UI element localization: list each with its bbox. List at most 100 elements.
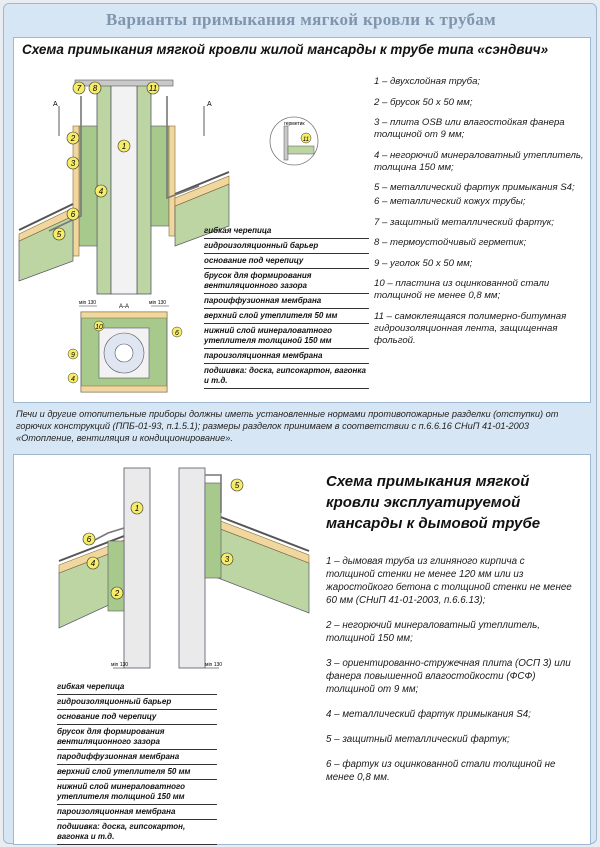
callout-3: 3 — [71, 159, 76, 168]
sealant-detail: герметик 11 — [269, 116, 319, 166]
bottom-callout-1-circle — [130, 501, 144, 515]
legend-item: 2 – негорючий минераловатный утеплитель,… — [326, 620, 541, 644]
stud-right — [168, 125, 176, 237]
legend-item: 4 – негорючий минераловатный утеплитель,… — [374, 149, 584, 173]
chimney-wall-left — [123, 467, 151, 669]
legend-item: 4 – металлический фартук примыкания S4; — [326, 709, 531, 720]
callout-2-circle — [66, 131, 80, 145]
layer-labels-bottom: гибкая черепица гидроизоляционный барьер… — [57, 681, 217, 846]
callout-6: 6 — [71, 210, 76, 219]
legend-item: 7 – защитный металлический фартук; — [374, 216, 554, 228]
bottom-callout-5: 5 — [235, 481, 240, 490]
plan-callout-9-circle — [67, 348, 79, 360]
layer-label: пародиффузионная мембрана — [57, 751, 217, 765]
plan-callout-6-circle — [171, 326, 183, 338]
section-mark-right: А — [207, 101, 212, 108]
section-mark-left: А — [53, 101, 58, 108]
layer-label: гидроизоляционный барьер — [204, 240, 369, 254]
plan-callout-6: 6 — [175, 330, 179, 337]
fire-safety-note: Печи и другие отопительные приборы должн… — [16, 409, 559, 443]
roof-deck-right — [174, 175, 230, 207]
plan-label: А-А — [119, 304, 129, 310]
dim-label-right: мin 130 — [149, 300, 166, 306]
legend-item: 9 – уголок 50 х 50 мм; — [374, 257, 473, 269]
detail-pipe-wall — [283, 125, 289, 161]
flashing-left — [48, 96, 82, 232]
legend-item: 3 – плита OSB или влагостойкая фанера то… — [374, 117, 565, 140]
legend-item: 11 – самоклеящаяся полимерно-битумная ги… — [374, 310, 567, 346]
legend-item: 1 – дымовая труба из глиняного кирпича с… — [326, 556, 572, 606]
sandwich-section-drawing: А А мin 130 мin 130 7 8 11 1 2 3 — [18, 79, 230, 307]
legend-item: 5 – металлический фартук примыкания S4; — [374, 182, 575, 193]
pipe-core — [110, 83, 138, 295]
chimney-title: Схема примыкания мягкой кровли эксплуати… — [326, 473, 541, 532]
flashing-left — [88, 527, 125, 544]
layer-label: нижний слой минераловатного утеплителя т… — [57, 781, 217, 805]
layer-label: подшивка: доска, гипсокартон, вагонка и … — [57, 821, 217, 845]
callout-11: 11 — [149, 84, 157, 93]
plan-callout-4-circle — [67, 372, 79, 384]
dim-label-left: мin 130 — [79, 300, 96, 306]
layer-label: пароиффузионная мембрана — [204, 295, 369, 309]
shingles-right — [204, 510, 310, 552]
callout-4-circle — [94, 184, 108, 198]
callout-1: 1 — [122, 142, 126, 151]
chimney-panel: Схема примыкания мягкой кровли эксплуати… — [13, 454, 591, 845]
layer-label: гибкая черепица — [204, 225, 369, 239]
layer-label: гибкая черепица — [57, 681, 217, 695]
sheet: Варианты примыкания мягкой кровли к труб… — [3, 3, 597, 845]
legend-item: 5 – защитный металлический фартук; — [326, 734, 510, 745]
layer-label: пароизоляционная мембрана — [204, 350, 369, 364]
page-title: Варианты примыкания мягкой кровли к труб… — [106, 10, 496, 29]
shingles-left — [18, 203, 74, 231]
bottom-callout-1: 1 — [135, 504, 139, 513]
legend-item: 1 – двухслойная труба; — [374, 76, 481, 87]
layer-label: основание под черепицу — [57, 711, 217, 725]
flashing-right — [205, 474, 222, 513]
callout-8-circle — [88, 81, 102, 95]
pipe-insulation-right — [136, 83, 152, 295]
plan-view-drawing: А-А 10 9 4 6 — [67, 304, 183, 393]
legend-item: 3 – ориентированно-стружечная плита (ОСП… — [326, 658, 571, 695]
plan-pipe-inner — [114, 343, 134, 363]
layer-label: нижний слой минераловатного утеплителя т… — [204, 325, 369, 349]
dim-label-left: мin 130 — [111, 662, 128, 668]
plan-callout-9: 9 — [71, 352, 75, 359]
chimney-wall-right — [178, 467, 206, 669]
layer-labels-top: гибкая черепица гидроизоляционный барьер… — [204, 225, 369, 390]
bottom-callout-3-circle — [220, 552, 234, 566]
bottom-callout-6: 6 — [87, 535, 92, 544]
layer-label: гидроизоляционный барьер — [57, 696, 217, 710]
plan-bar-bottom — [80, 385, 168, 393]
legend-item: 8 – термоустойчивый герметик; — [374, 237, 527, 248]
legend-item: 6 – металлический кожух трубы; — [374, 196, 526, 207]
bottom-callout-4-circle — [86, 556, 100, 570]
callout-7: 7 — [77, 84, 82, 93]
plan-callout-10: 10 — [95, 324, 103, 331]
stud-left — [72, 125, 80, 257]
layer-label: основание под черепицу — [204, 255, 369, 269]
legend-bottom: 1 – дымовая труба из глиняного кирпича с… — [326, 555, 576, 796]
dim-label-right: мin 130 — [205, 662, 222, 668]
callout-5: 5 — [57, 230, 62, 239]
shingles-left — [58, 535, 125, 562]
chimney-wrap-right — [204, 482, 222, 579]
shingles-right — [174, 171, 230, 195]
detail-label: герметик — [284, 121, 305, 127]
callout-2: 2 — [70, 134, 76, 143]
bottom-callout-3: 3 — [225, 555, 230, 564]
bottom-callout-6-circle — [82, 532, 96, 546]
layer-label: верхний слой утеплителя 50 мм — [57, 766, 217, 780]
callout-8: 8 — [93, 84, 98, 93]
bottom-callout-2: 2 — [114, 589, 120, 598]
callout-1-circle — [117, 139, 131, 153]
bottom-callout-5-circle — [230, 478, 244, 492]
legend-item: 10 – пластина из оцинкованной стали толщ… — [374, 278, 550, 301]
plan-callout-10-circle — [93, 320, 105, 332]
plan-bar-top — [80, 311, 168, 319]
callout-7-circle — [72, 81, 86, 95]
callout-3-circle — [66, 156, 80, 170]
pipe-cap — [74, 79, 174, 87]
bottom-callout-4: 4 — [91, 559, 96, 568]
layer-label: пароизоляционная мембрана — [57, 806, 217, 820]
